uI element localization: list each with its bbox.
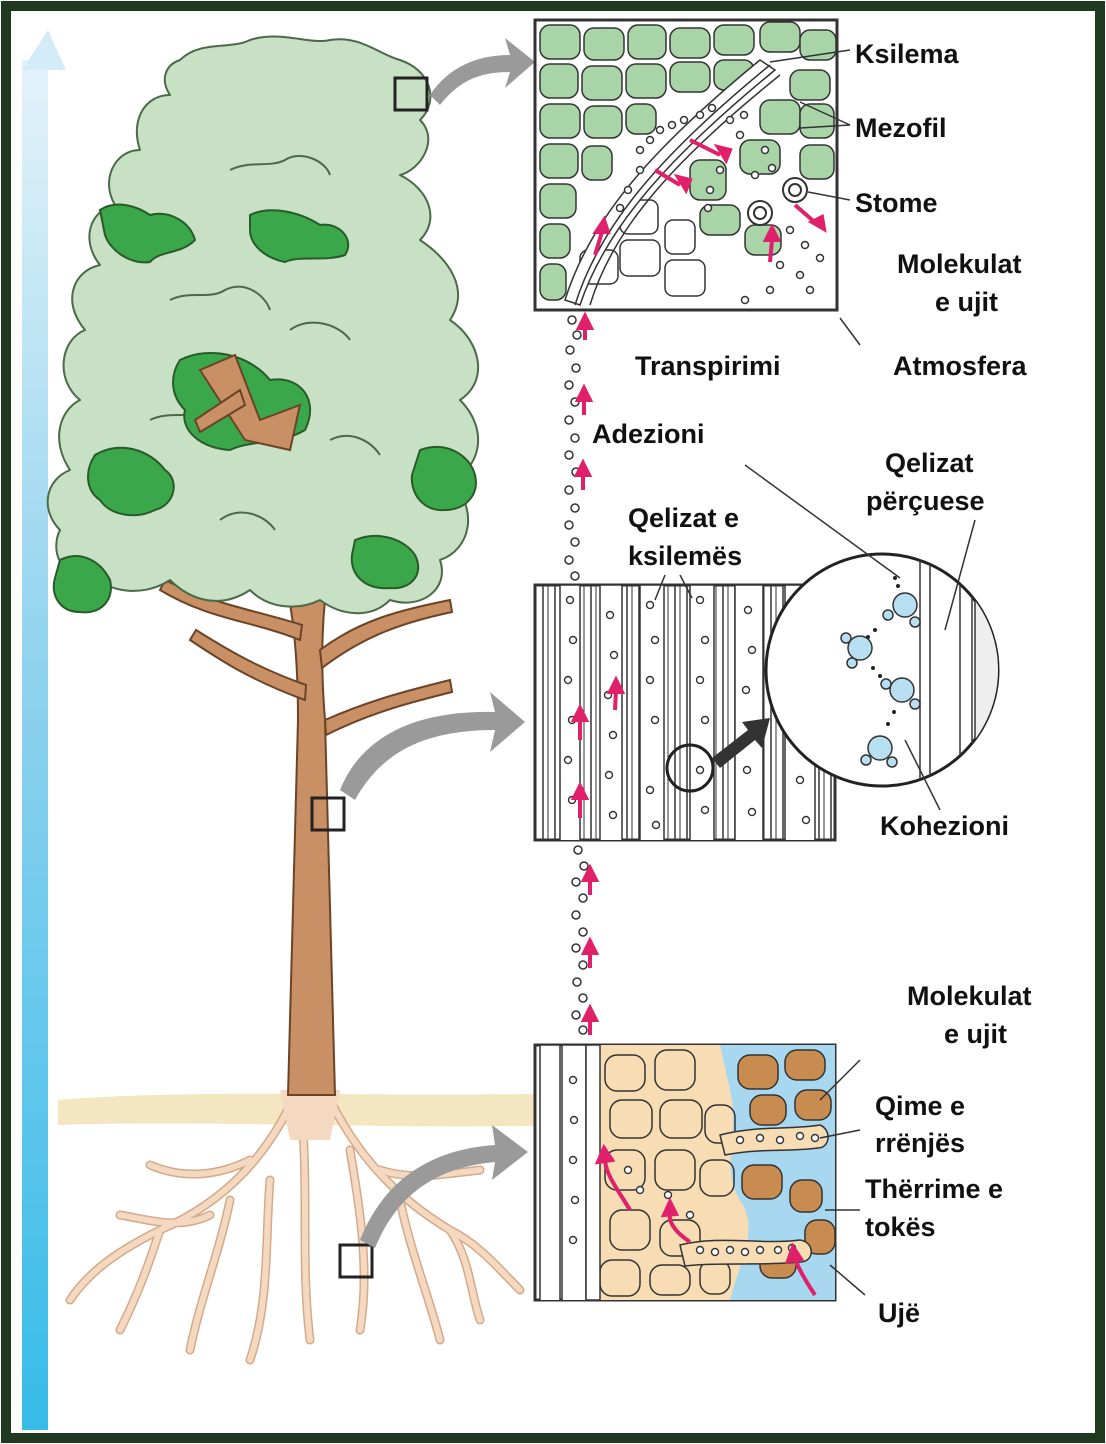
label-therrime-2: tokës: [865, 1212, 936, 1242]
label-atmosfera: Atmosfera: [893, 351, 1028, 381]
label-qelizat-percuese-2: përçuese: [866, 486, 985, 516]
label-qime-2: rrënjës: [875, 1128, 965, 1158]
label-qime-1: Qime e: [875, 1091, 965, 1121]
label-qelizat-ksilemes-1: Qelizat e: [628, 503, 739, 533]
leaf-detail-panel: [535, 20, 837, 310]
label-adezioni: Adezioni: [592, 419, 705, 449]
label-kohezioni: Kohezioni: [880, 811, 1009, 841]
label-mezofil: Mezofil: [855, 113, 947, 143]
label-therrime-1: Thërrime e: [865, 1174, 1003, 1204]
label-molekulat-bottom-2: e ujit: [944, 1019, 1007, 1049]
label-molekulat-bottom-1: Molekulat: [907, 981, 1032, 1011]
label-transpirimi: Transpirimi: [635, 351, 781, 381]
label-qelizat-ksilemes-2: ksilemës: [628, 541, 742, 571]
label-ksilema: Ksilema: [855, 39, 960, 69]
label-qelizat-percuese-1: Qelizat: [885, 448, 974, 478]
label-uje: Ujë: [878, 1298, 920, 1328]
label-molekulat-top-1: Molekulat: [897, 249, 1022, 279]
label-molekulat-top-2: e ujit: [935, 287, 998, 317]
label-stome: Stome: [855, 188, 938, 218]
root-detail-panel: [535, 1045, 835, 1305]
